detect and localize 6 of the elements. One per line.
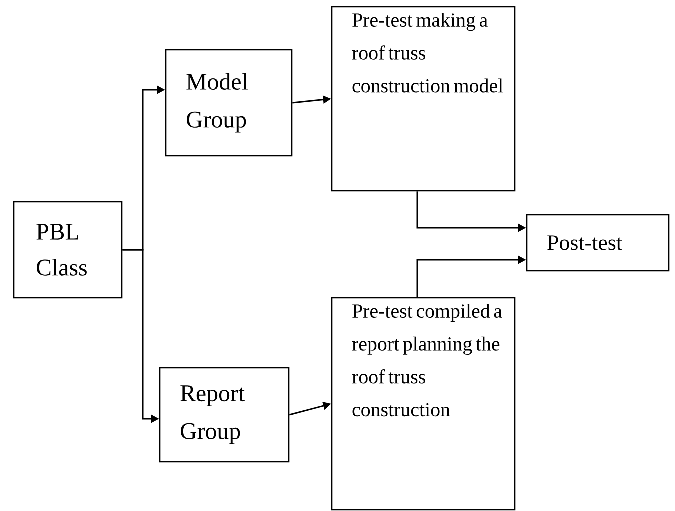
process-box: Pre-test compiled a report planning the roof truss construction bbox=[331, 297, 516, 511]
process-box: Pre-test making a roof truss construction model bbox=[331, 6, 516, 192]
process-box: PBL Class bbox=[13, 201, 123, 299]
process-box: Model Group bbox=[165, 49, 293, 157]
process-box: Report Group bbox=[159, 367, 290, 463]
process-box: Post-test bbox=[526, 214, 670, 272]
